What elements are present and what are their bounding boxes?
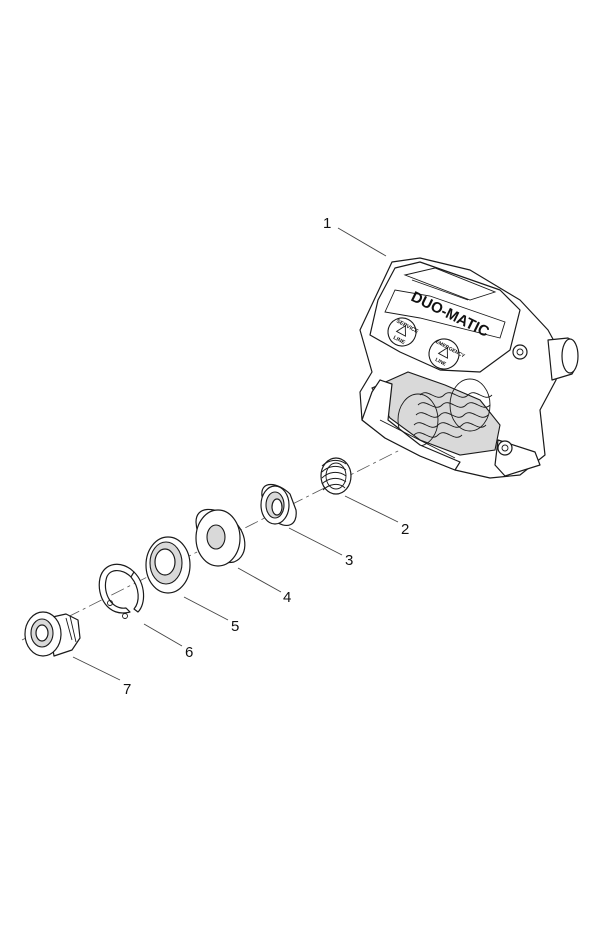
part-4-washer[interactable] <box>195 508 246 567</box>
leader-5 <box>183 596 229 621</box>
part-5-seal-ring[interactable] <box>145 536 191 594</box>
leader-4 <box>237 567 282 593</box>
service-line-badge: SERVICE LINE <box>387 317 419 347</box>
callout-3: 3 <box>345 552 353 569</box>
leader-7 <box>72 656 121 681</box>
callout-5: 5 <box>231 618 239 635</box>
leader-1 <box>337 227 387 257</box>
leader-2 <box>344 495 399 523</box>
part-7-fitting[interactable] <box>24 611 81 657</box>
part-3-piston-cup[interactable] <box>260 483 297 527</box>
callout-7: 7 <box>123 681 131 698</box>
callout-6: 6 <box>185 644 193 661</box>
svg-text:LINE: LINE <box>434 357 447 368</box>
callout-2: 2 <box>401 521 409 538</box>
callout-1: 1 <box>323 215 331 232</box>
part-1-coupler-housing[interactable]: DUO-MATIC SERVICE LINE EMERGENCY LINE <box>359 257 579 479</box>
leader-6 <box>143 623 183 647</box>
part-6-snap-ring[interactable] <box>98 563 145 619</box>
leader-3 <box>288 527 343 556</box>
part-2-spring[interactable] <box>320 457 352 495</box>
svg-text:LINE: LINE <box>392 335 406 346</box>
callout-4: 4 <box>283 589 291 606</box>
